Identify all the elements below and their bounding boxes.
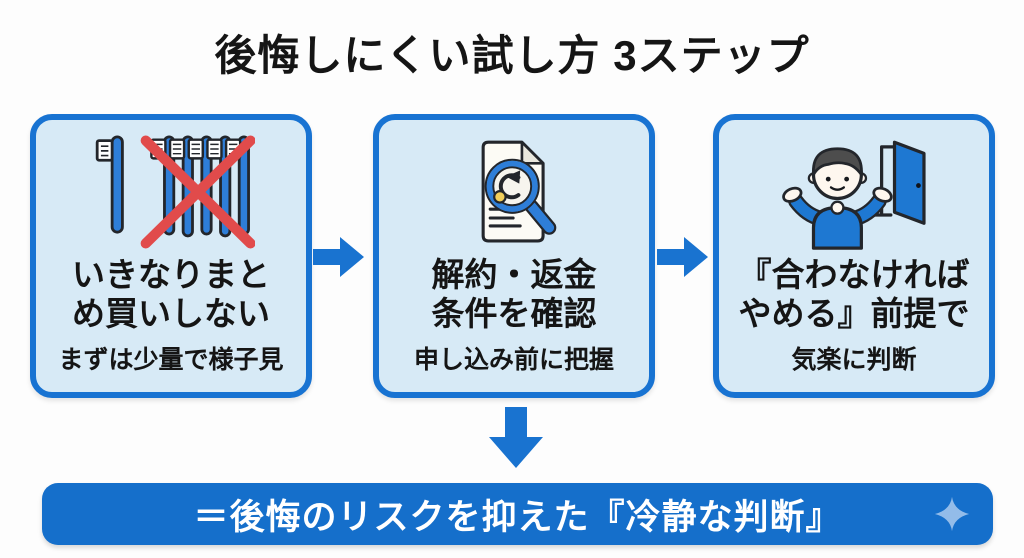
- page-title: 後悔しにくい試し方 3ステップ: [214, 32, 810, 79]
- sparkle-icon: [933, 495, 971, 533]
- flow-arrow-right-2: [657, 236, 709, 283]
- flow-arrow-right-1: [313, 236, 365, 283]
- step-box-1: いきなりまと め買いしない まずは少量で様子見: [30, 114, 312, 398]
- step-box-3: 『合わなければ やめる』前提で 気楽に判断: [713, 114, 995, 398]
- step-2-main-text: 解約・返金 条件を確認: [431, 256, 597, 332]
- conclusion-bar: ＝後悔のリスクを抑えた『冷静な判断』: [42, 483, 993, 545]
- step-box-2: 解約・返金 条件を確認 申し込み前に把握: [373, 114, 655, 398]
- toothbrush-no-bulk-buy-icon: [87, 134, 255, 250]
- red-cross-icon: [140, 135, 255, 249]
- refund-terms-document-icon: [462, 134, 566, 250]
- person-shrug-exit-door-icon: [768, 134, 940, 250]
- step-1-main-text: いきなりまと め買いしない: [72, 256, 270, 332]
- step-3-main-text: 『合わなければ やめる』前提で: [738, 256, 970, 332]
- conclusion-text: ＝後悔のリスクを抑えた『冷静な判断』: [193, 497, 842, 537]
- step-2-sub-text: 申し込み前に把握: [413, 346, 614, 375]
- step-3-sub-text: 気楽に判断: [791, 346, 917, 375]
- flow-arrow-down: [488, 407, 544, 474]
- step-1-sub-text: まずは少量で様子見: [58, 346, 284, 375]
